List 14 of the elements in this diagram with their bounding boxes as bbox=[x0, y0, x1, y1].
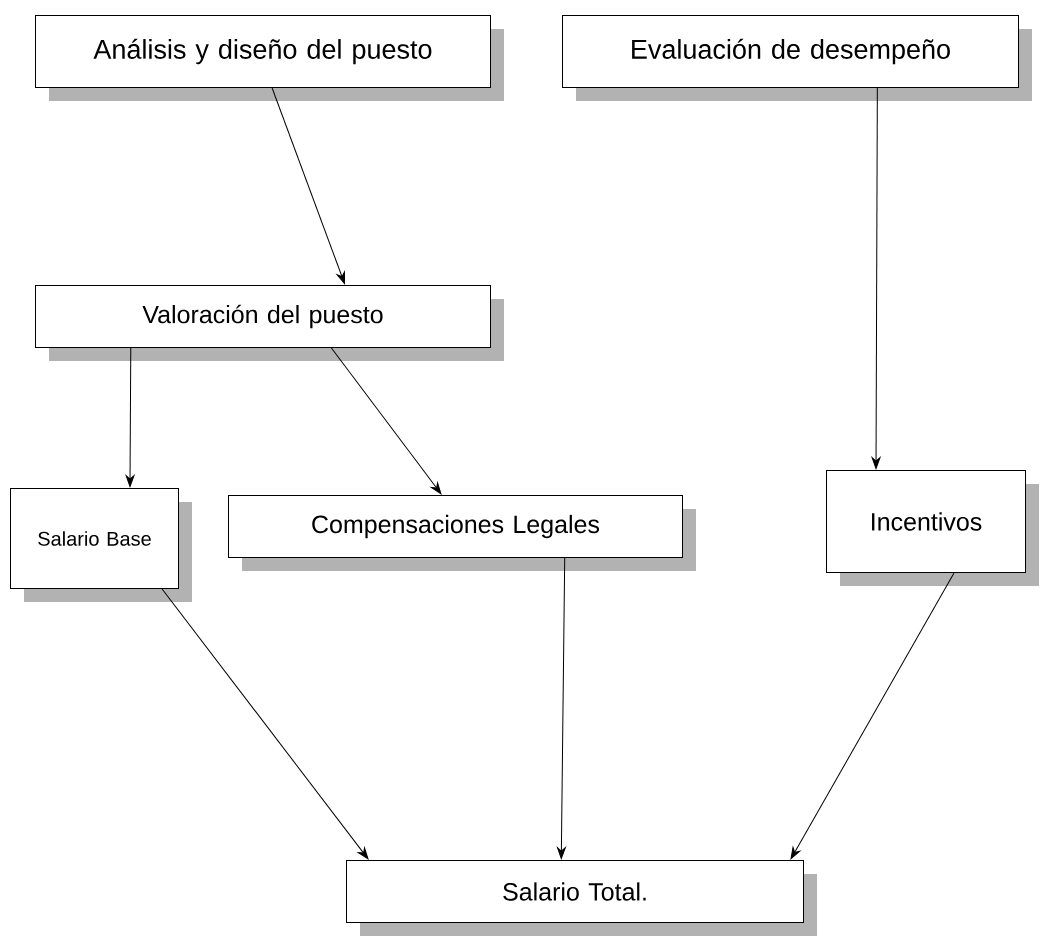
process-box: Salario Base bbox=[10, 488, 192, 602]
arrow bbox=[557, 557, 566, 859]
process-box: Compensaciones Legales bbox=[228, 495, 696, 571]
arrow bbox=[271, 87, 346, 285]
process-box: Evaluación de desempeño bbox=[562, 15, 1032, 101]
arrow bbox=[330, 347, 442, 495]
process-box: Incentivos bbox=[826, 470, 1039, 586]
arrow bbox=[125, 347, 135, 487]
process-box: Análisis y diseño del puesto bbox=[35, 15, 504, 101]
arrow bbox=[161, 588, 369, 860]
process-box: Valoración del puesto bbox=[35, 285, 504, 361]
arrow bbox=[790, 572, 955, 860]
process-box: Salario Total. bbox=[346, 860, 817, 936]
arrow bbox=[871, 87, 881, 469]
